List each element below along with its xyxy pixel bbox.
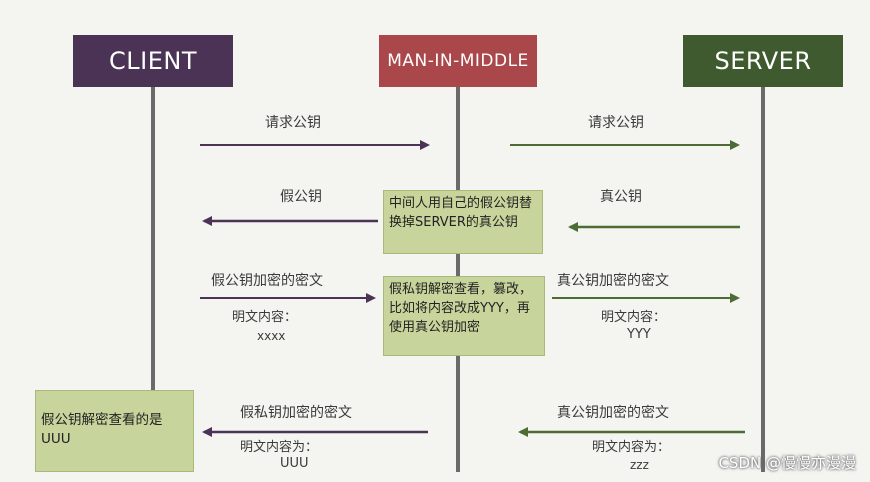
- client-lifeline: [151, 87, 155, 472]
- server-lifeline: [761, 87, 765, 472]
- server-actor-box: SERVER: [683, 35, 843, 87]
- label-real-pubkey: 真公钥: [600, 189, 642, 205]
- label-real-pubkey-ciphertext-1: 真公钥加密的密文: [557, 273, 669, 289]
- label-fake-pubkey-ciphertext: 假公钥加密的密文: [211, 273, 323, 289]
- label-request-pubkey-2: 请求公钥: [588, 115, 644, 131]
- label-plaintext-title-1: 明文内容：: [232, 310, 298, 325]
- note-mitm-decrypt-tamper: 假私钥解密查看，篡改，比如将内容改成YYY，再使用真公钥加密: [383, 276, 545, 356]
- label-plaintext-value-4: zzz: [630, 458, 649, 472]
- label-plaintext-value-1: xxxx: [257, 329, 286, 343]
- label-request-pubkey-1: 请求公钥: [265, 115, 321, 131]
- label-plaintext-value-3: UUU: [280, 456, 309, 471]
- label-plaintext-title-2: 明文内容：: [601, 310, 667, 325]
- csdn-watermark: CSDN @慢慢亦漫漫: [718, 454, 856, 472]
- label-plaintext-title-3: 明文内容为：: [240, 440, 319, 455]
- label-plaintext-value-2: YYY: [627, 327, 651, 342]
- client-actor-box: CLIENT: [73, 35, 233, 87]
- label-fake-privkey-ciphertext: 假私钥加密的密文: [240, 405, 352, 421]
- mitm-actor-box: MAN-IN-MIDDLE: [379, 35, 537, 87]
- label-plaintext-title-4: 明文内容为：: [592, 440, 671, 455]
- label-fake-pubkey: 假公钥: [280, 189, 322, 205]
- note-mitm-replace-key: 中间人用自己的假公钥替换掉SERVER的真公钥: [383, 190, 543, 254]
- label-real-pubkey-ciphertext-2: 真公钥加密的密文: [557, 405, 669, 421]
- note-client-decrypt-result: 假公钥解密查看的是UUU: [35, 390, 194, 472]
